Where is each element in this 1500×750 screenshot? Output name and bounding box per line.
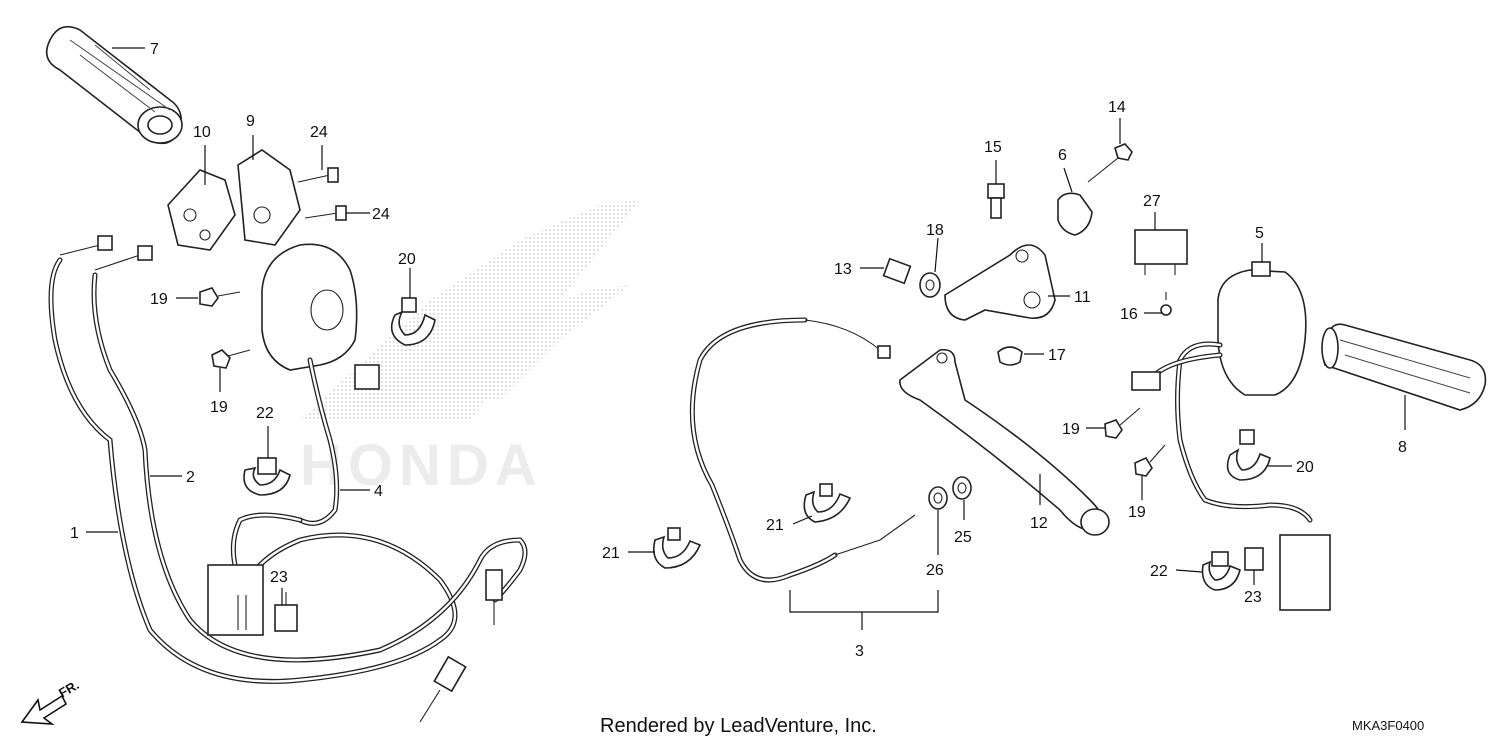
- cap-17-part[interactable]: [997, 346, 1023, 366]
- throttle-housing-lower-part[interactable]: [167, 169, 236, 251]
- clamp-22-left-part[interactable]: [243, 457, 291, 496]
- bolt-14-part[interactable]: [1087, 143, 1133, 183]
- clamp-22-right-part[interactable]: [1201, 551, 1241, 591]
- callout-20-left: 20: [398, 251, 416, 268]
- throttle-housing-upper-part[interactable]: [237, 149, 301, 246]
- callout-23-left: 23: [270, 569, 288, 586]
- bolt-19-left-upper-part[interactable]: [199, 287, 241, 307]
- callout-6: 6: [1058, 147, 1067, 164]
- bolt-19-right-upper-part[interactable]: [1104, 407, 1141, 439]
- nut-25-part[interactable]: [952, 476, 972, 500]
- nut-26-part[interactable]: [928, 486, 948, 510]
- left-switch-assembly-part[interactable]: [207, 243, 380, 636]
- diagram-code: MKA3F0400: [1352, 718, 1424, 733]
- connector-23-left-part[interactable]: [274, 592, 298, 632]
- callout-13: 13: [834, 261, 852, 278]
- bolt-19-right-lower-part[interactable]: [1134, 444, 1166, 477]
- clutch-cable-part[interactable]: [689, 317, 916, 583]
- callout-26: 26: [926, 562, 944, 579]
- callout-24-lower: 24: [372, 206, 390, 223]
- left-grip-part[interactable]: [45, 25, 183, 145]
- screw-24-lower-part[interactable]: [304, 205, 347, 221]
- callout-9: 9: [246, 113, 255, 130]
- callout-4: 4: [374, 483, 383, 500]
- callout-16: 16: [1120, 306, 1138, 323]
- connector-23-right-part[interactable]: [1244, 547, 1264, 571]
- right-grip-part[interactable]: [1321, 323, 1487, 411]
- bolt-19-left-lower-part[interactable]: [211, 349, 251, 369]
- callout-5: 5: [1255, 225, 1264, 242]
- screw-16-part[interactable]: [1160, 292, 1172, 316]
- callout-19-left-lower: 19: [210, 399, 228, 416]
- callout-24-upper: 24: [310, 124, 328, 141]
- callout-12: 12: [1030, 515, 1048, 532]
- callout-27: 27: [1143, 193, 1161, 210]
- callout-17: 17: [1048, 347, 1066, 364]
- switch-27-part[interactable]: [1134, 229, 1188, 275]
- right-switch-assembly-part[interactable]: [1131, 261, 1331, 611]
- band-20-right-part[interactable]: [1226, 429, 1271, 481]
- callout-22-right: 22: [1150, 563, 1168, 580]
- callout-20-right: 20: [1296, 459, 1314, 476]
- cable-end-fitting-part[interactable]: [419, 569, 503, 723]
- screw-24-upper-part[interactable]: [297, 167, 339, 183]
- callout-23-right: 23: [1244, 589, 1262, 606]
- callout-14: 14: [1108, 99, 1126, 116]
- lever-bracket-part[interactable]: [944, 244, 1056, 321]
- front-direction-arrow-icon: FR.: [20, 677, 82, 725]
- callout-19-right-upper: 19: [1062, 421, 1080, 438]
- honda-wing-logo-icon: HONDA: [300, 200, 640, 498]
- throttle-cable-1-part[interactable]: [48, 235, 458, 684]
- callout-18: 18: [926, 222, 944, 239]
- render-credit: Rendered by LeadVenture, Inc.: [600, 715, 877, 737]
- callout-21-upper: 21: [766, 517, 784, 534]
- callout-labels: 7 10 9 24 24 20 19 19 22 2 4 1 2: [70, 41, 1407, 660]
- band-20-left-part[interactable]: [390, 297, 436, 346]
- bracket-holder-6-part[interactable]: [1057, 192, 1093, 236]
- throttle-cable-2-part[interactable]: [91, 245, 528, 663]
- callout-3: 3: [855, 643, 864, 660]
- callout-2: 2: [186, 469, 195, 486]
- adjuster-13-part[interactable]: [882, 257, 912, 285]
- svg-text:HONDA: HONDA: [300, 433, 543, 498]
- callout-11: 11: [1074, 289, 1091, 306]
- callout-19-right-lower: 19: [1128, 504, 1146, 521]
- callout-8: 8: [1398, 439, 1407, 456]
- callout-22-left: 22: [256, 405, 274, 422]
- band-21-lower-part[interactable]: [652, 527, 702, 569]
- callout-10: 10: [193, 124, 211, 141]
- callout-21-lower: 21: [602, 545, 620, 562]
- washer-18-part[interactable]: [919, 272, 941, 298]
- callout-1: 1: [70, 525, 79, 542]
- pivot-bolt-15-part[interactable]: [987, 183, 1005, 219]
- callout-7: 7: [150, 41, 159, 58]
- callout-25: 25: [954, 529, 972, 546]
- callout-15: 15: [984, 139, 1002, 156]
- callout-19-left-upper: 19: [150, 291, 168, 308]
- clutch-lever-part[interactable]: [899, 348, 1110, 536]
